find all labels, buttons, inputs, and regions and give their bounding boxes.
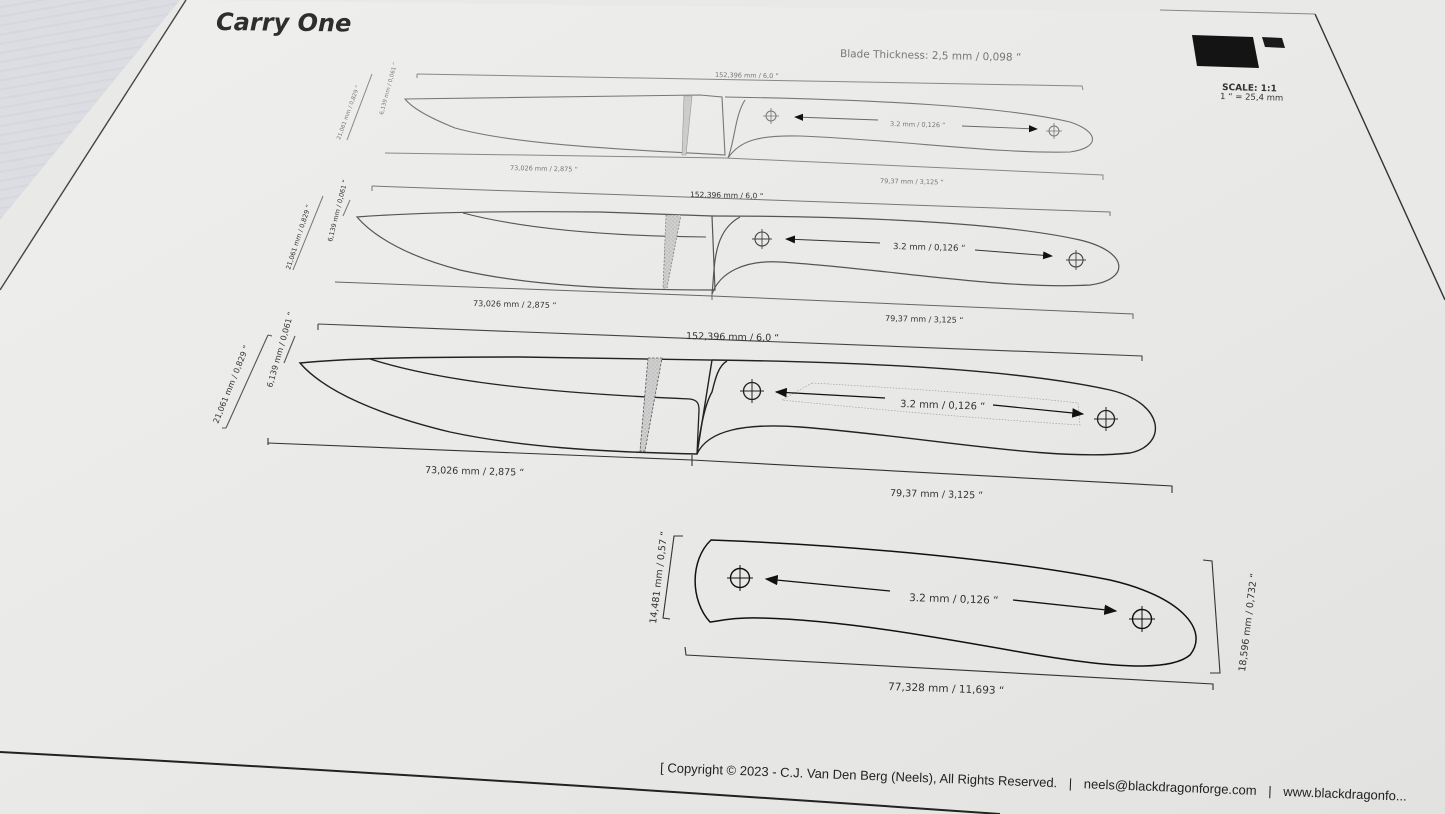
footer-email[interactable]: neels@blackdragonforge.com (1084, 776, 1257, 798)
blade-outline (298, 356, 713, 455)
bracket-tick (267, 438, 693, 466)
pin-arrow-left-icon (774, 387, 886, 399)
pin-hole-front-icon (752, 229, 772, 249)
pin-hole-front-icon (763, 108, 779, 124)
pin-arrow-left-icon (764, 574, 891, 592)
pin-hole-front-icon (727, 565, 753, 591)
pin-arrow-left-icon (785, 235, 881, 244)
pin-hole-rear-icon (1046, 123, 1062, 139)
bracket-tick (222, 334, 273, 429)
overall-length-label: 152,396 mm / 6,0 “ (686, 331, 779, 344)
pin-spacing-label: 3.2 mm / 0,126 “ (890, 120, 946, 129)
handle-outline (711, 215, 1120, 295)
overall-length-label: 152,396 mm / 6,0 “ (690, 190, 764, 201)
spine-drop-bracket (283, 335, 296, 364)
handle-length-label: 79,37 mm / 3,125 “ (890, 488, 983, 501)
blade-height-bracket (292, 195, 324, 271)
pin-hole-rear-icon (1066, 250, 1086, 270)
rear-height-bracket (1202, 559, 1221, 674)
handle-scale-outline (694, 539, 1197, 667)
handle-length-label: 77,328 mm / 11,693 “ (888, 681, 1005, 697)
blade-length-label: 73,026 mm / 2,875 “ (510, 164, 578, 174)
calibration-square-small (1262, 37, 1285, 48)
blade-grind-line (369, 358, 700, 455)
pin-spacing-label: 3.2 mm / 0,126 “ (893, 242, 966, 254)
scale-label: SCALE: 1:1 (1222, 83, 1277, 94)
pin-hole-rear-icon (1094, 407, 1118, 431)
blade-length-label: 73,026 mm / 2,875 “ (473, 299, 557, 310)
blade-length-label: 73,026 mm / 2,875 “ (425, 465, 524, 479)
calibration-square-large (1192, 35, 1259, 68)
blade-outline (403, 94, 726, 156)
footer-separator: | (1069, 776, 1073, 791)
handle-length-label: 79,37 mm / 3,125 “ (885, 314, 964, 325)
handle-scale-template: 3.2 mm / 0,126 “ 14,481 mm / 0,57 “ 18,5… (648, 531, 1260, 698)
pin-arrow-right-icon (992, 404, 1085, 418)
length-bracket (267, 442, 1173, 493)
ricasso-grind (662, 214, 682, 289)
blade-height-bracket (225, 334, 269, 429)
front-height-bracket (662, 535, 683, 620)
page-border-right (1314, 13, 1445, 301)
document-title: Carry One (216, 8, 352, 37)
blade-thickness-label: Blade Thickness: 2,5 mm / 0,098 “ (840, 48, 1022, 64)
scale-calibration-squares (1192, 35, 1285, 68)
page-border (0, 0, 187, 291)
scale-conversion: 1 “ = 25,4 mm (1220, 92, 1283, 104)
pin-arrow-right-icon (974, 249, 1053, 260)
pin-spacing-label: 3.2 mm / 0,126 “ (900, 399, 986, 413)
pin-arrow-right-icon (961, 125, 1038, 133)
pin-hole-rear-icon (1129, 606, 1155, 632)
blade-height-bracket (346, 73, 373, 141)
footer-separator: | (1268, 783, 1272, 798)
pin-guide-dotted (781, 382, 1081, 426)
overall-length-bracket (416, 73, 1084, 91)
spine-drop-bracket (342, 199, 351, 217)
footer-website[interactable]: www.blackdragonfo... (1282, 784, 1407, 804)
pin-spacing-label: 3.2 mm / 0,126 “ (909, 592, 999, 607)
knife-template-small: 152,396 mm / 6,0 “ 3.2 mm / 0,126 “ 73,0… (336, 62, 1104, 186)
length-bracket (384, 152, 1104, 180)
length-bracket (334, 281, 1134, 319)
overall-length-bracket (317, 323, 1143, 361)
overall-length-label: 152,396 mm / 6,0 “ (715, 71, 779, 80)
pin-arrow-right-icon (1012, 599, 1118, 615)
page-border-top (1159, 9, 1316, 15)
handle-length-label: 79,37 mm / 3,125 “ (880, 177, 944, 186)
pin-hole-front-icon (740, 379, 764, 403)
pin-arrow-left-icon (794, 113, 879, 121)
length-bracket (684, 646, 1214, 690)
blade-outline (355, 211, 716, 291)
ricasso-grind (639, 357, 663, 452)
page-border-bottom (0, 751, 1001, 814)
handle-outline (696, 359, 1157, 456)
overall-length-bracket (371, 185, 1111, 216)
handle-outline (724, 96, 1093, 159)
ricasso-grind (681, 95, 693, 156)
